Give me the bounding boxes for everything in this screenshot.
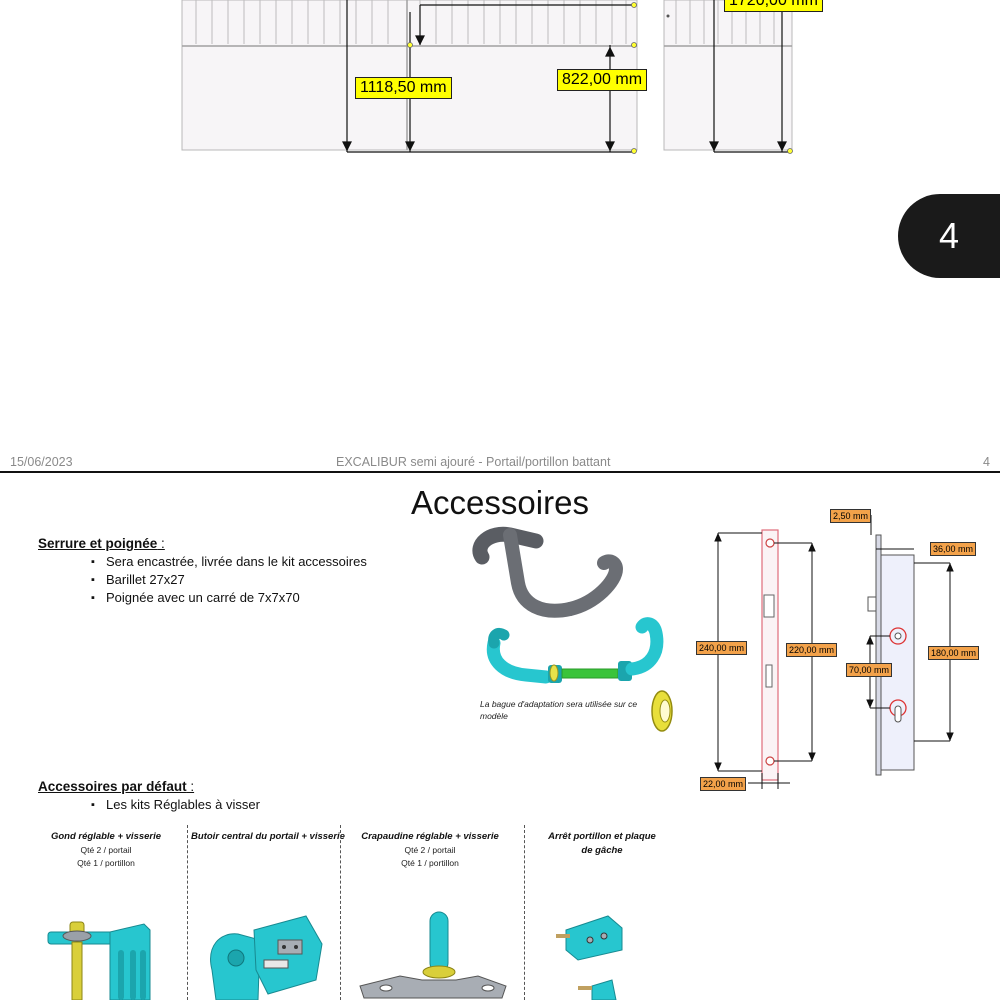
lock-section-list: Sera encastrée, livrée dans le kit acces… [88,553,367,607]
page-number-badge-text: 4 [938,215,960,256]
list-item: Sera encastrée, livrée dans le kit acces… [88,553,367,571]
central-stop-illustration [210,915,323,1000]
lock-section-heading-text: Serrure et poignée [38,536,158,551]
accessory-qty: Qté 1 / portillon [401,858,459,868]
previous-slide-region: 1118,50 mm 822,00 mm 1720,00 mm 4 [0,0,1000,445]
gate-stop-illustration [556,915,623,1000]
accessory-title: Butoir central du portail + visserie [191,831,345,842]
accessory-title: Arrêt portillon et plaque de gâche [548,831,656,856]
accessory-title: Crapaudine réglable + visserie [361,831,499,842]
lock-section-heading-colon: : [157,536,165,551]
dimension-label-22: 22,00 mm [700,777,747,791]
dimension-label-1118: 1118,50 mm [355,77,452,99]
lock-section-heading: Serrure et poignée : [38,536,165,551]
default-accessories-list: Les kits Réglables à visser [88,796,260,814]
default-accessories-heading-colon: : [186,779,195,794]
accessory-gate-stop: Arrêt portillon et plaque de gâche [522,830,682,1000]
header-divider [0,471,1000,473]
page-header: 15/06/2023 EXCALIBUR semi ajouré - Porta… [0,450,1000,474]
handle-caption: La bague d'adaptation sera utilisée sur … [480,699,638,721]
header-page-number: 4 [983,455,990,469]
accessory-qty: Qté 2 / portail [404,845,456,855]
list-item: Poignée avec un carré de 7x7x70 [88,589,367,607]
hinge-illustration [47,921,151,1000]
header-date: 15/06/2023 [10,455,73,469]
accessory-hinge: Gond réglable + visserie Qté 2 / portail… [26,830,186,1000]
list-item: Barillet 27x27 [88,571,367,589]
accessory-central-stop: Butoir central du portail + visserie [188,830,348,1000]
slide-title: Accessoires [411,484,589,521]
page-number-badge: 4 [898,194,1000,278]
accessory-divider [187,825,188,1000]
dimension-label-240: 240,00 mm [696,641,748,655]
dimension-label-2-50: 2,50 mm [830,509,872,523]
gate-elevation-drawing [181,0,793,154]
dimension-label-70: 70,00 mm [846,663,893,677]
mortise-lock-drawing [714,515,954,789]
header-document-title: EXCALIBUR semi ajouré - Portail/portillo… [336,455,611,469]
dimension-label-1720: 1720,00 mm [724,0,823,12]
dimension-label-180: 180,00 mm [928,646,980,660]
dimension-label-220: 220,00 mm [786,643,838,657]
default-accessories-heading-text: Accessoires par défaut [38,779,187,794]
dimension-label-36: 36,00 mm [930,542,977,556]
accessory-divider [340,825,341,1000]
accessory-title: Gond réglable + visserie [50,831,162,842]
accessory-divider [524,825,525,1000]
door-handle-illustration [472,526,673,732]
pivot-plate-illustration [359,911,507,999]
default-accessories-heading: Accessoires par défaut : [38,779,194,794]
accessory-pivot-plate: Crapaudine réglable + visserie Qté 2 / p… [350,830,510,1000]
list-item: Les kits Réglables à visser [88,796,260,814]
accessory-qty: Qté 1 / portillon [77,858,135,868]
accessory-qty: Qté 2 / portail [80,845,132,855]
dimension-label-822: 822,00 mm [557,69,648,91]
